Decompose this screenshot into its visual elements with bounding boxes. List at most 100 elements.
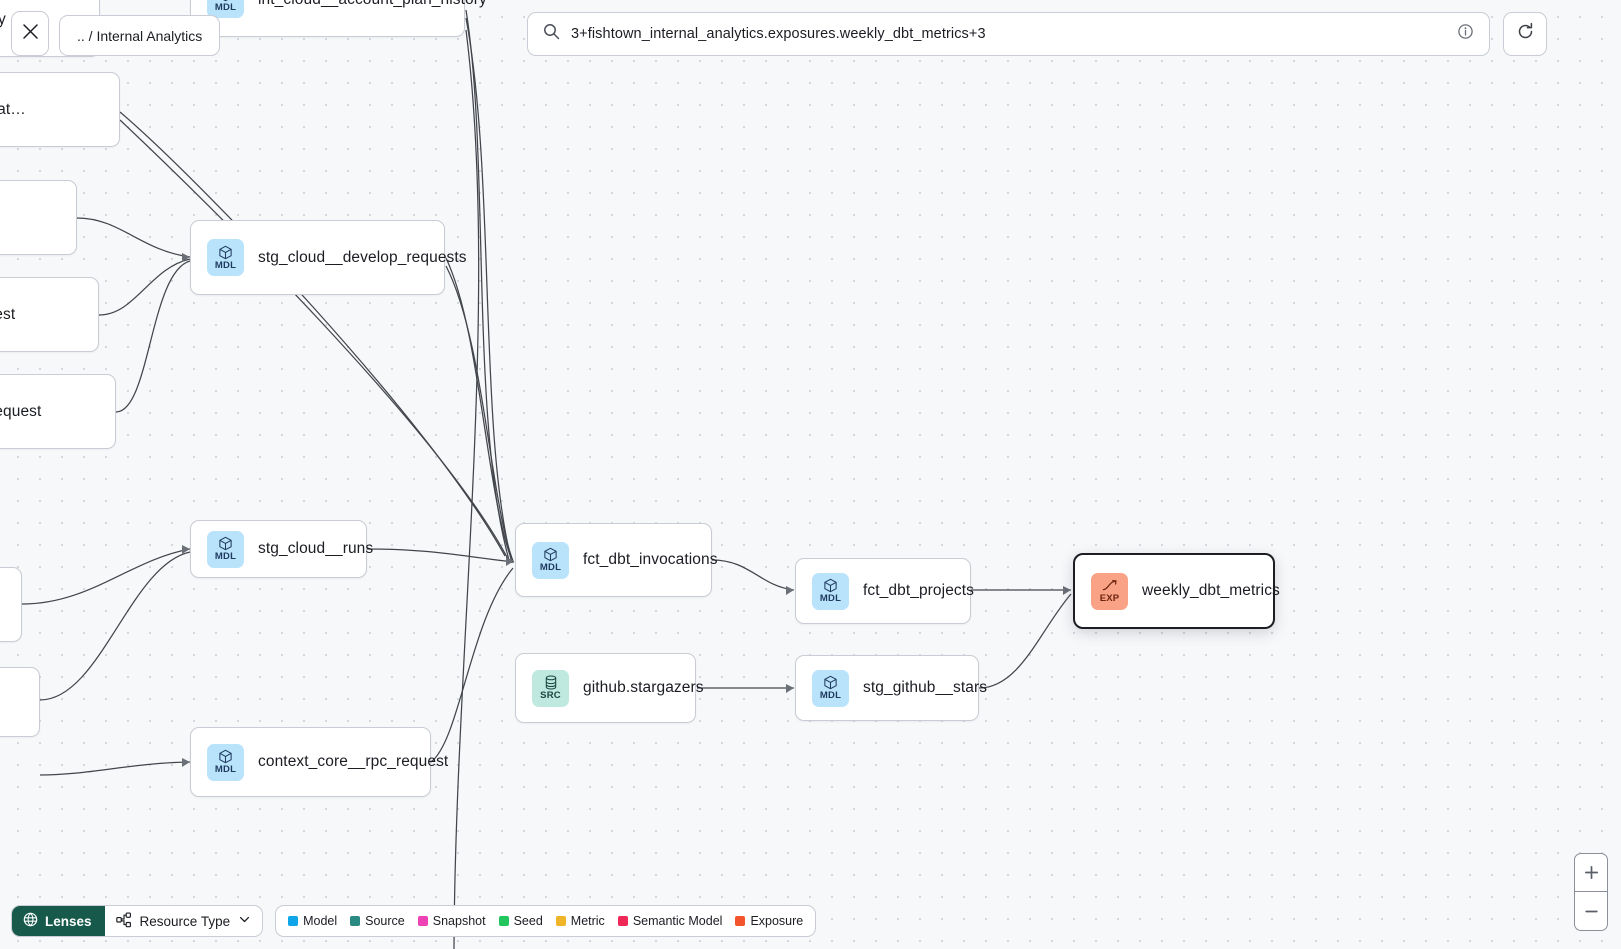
graph-node-weekly_dbt_metrics[interactable]: EXP weekly_dbt_metrics bbox=[1073, 553, 1280, 629]
node-label: snapshot_daily bbox=[0, 10, 6, 28]
zoom-in-button[interactable] bbox=[1575, 854, 1607, 892]
refresh-button[interactable] bbox=[1503, 12, 1547, 56]
legend-swatch bbox=[735, 916, 746, 926]
cube-icon bbox=[218, 749, 233, 765]
plus-icon bbox=[1584, 865, 1598, 880]
minus-icon bbox=[1584, 910, 1598, 912]
resource-type-legend: Model Source Snapshot Seed Metric Semantic Mo… bbox=[275, 905, 817, 937]
graph-node-stg_github_stars[interactable]: MDL stg_github__stars bbox=[795, 655, 987, 721]
breadcrumb[interactable]: .. / Internal Analytics bbox=[59, 15, 221, 56]
node-label: github.stargazers bbox=[583, 679, 704, 696]
legend-item-source[interactable]: Source bbox=[350, 914, 405, 928]
graph-node-develop_request_1[interactable]: …p_request bbox=[0, 180, 77, 255]
node-type-badge-exp: EXP bbox=[1091, 572, 1128, 610]
bottom-toolbar: Lenses Resource Type Model Source Snapshot… bbox=[11, 905, 817, 937]
cube-icon bbox=[823, 675, 838, 691]
graph-node-multicell_migrat[interactable]: multicell_migrat… bbox=[0, 72, 120, 147]
breadcrumb-label: .. / Internal Analytics bbox=[77, 27, 203, 44]
cube-icon bbox=[823, 578, 838, 594]
legend-swatch bbox=[417, 916, 428, 926]
graph-node-int_cloud_account_plan[interactable]: MDL int_cloud__account_plan_history bbox=[190, 0, 487, 37]
chevron-down-icon bbox=[238, 913, 251, 929]
node-type-badge-label: MDL bbox=[214, 764, 237, 776]
graph-node-develop_request_2[interactable]: …velop_request bbox=[0, 277, 99, 352]
node-label: …velop_request bbox=[0, 305, 16, 323]
node-label: stg_cloud__runs bbox=[258, 540, 374, 557]
resource-type-label: Resource Type bbox=[139, 913, 231, 929]
node-label: …_develop_request bbox=[0, 402, 42, 420]
node-type-badge-label: MDL bbox=[539, 562, 562, 574]
legend-label: Snapshot bbox=[432, 914, 486, 928]
node-label: fct_dbt_invocations bbox=[583, 551, 718, 568]
close-button[interactable] bbox=[11, 11, 49, 56]
graph-node-left_run[interactable]: ….run bbox=[0, 667, 40, 737]
legend-swatch bbox=[350, 916, 361, 926]
node-type-badge-label: MDL bbox=[214, 551, 237, 563]
cube-icon bbox=[218, 536, 233, 552]
node-label: weekly_dbt_metrics bbox=[1142, 582, 1280, 599]
graph-node-left_n[interactable]: …n bbox=[0, 567, 22, 642]
refresh-icon bbox=[1515, 21, 1536, 47]
graph-node-develop_request_3[interactable]: …_develop_request bbox=[0, 374, 116, 449]
resource-type-button[interactable]: Resource Type bbox=[105, 906, 263, 936]
graph-node-fct_dbt_invocations[interactable]: MDL fct_dbt_invocations bbox=[515, 523, 718, 597]
node-type-badge-label: SRC bbox=[540, 690, 561, 702]
legend-label: Model bbox=[303, 914, 338, 928]
graph-node-context_core_rpc_request[interactable]: MDL context_core__rpc_request bbox=[190, 727, 448, 797]
legend-swatch bbox=[555, 916, 566, 926]
legend-label: Semantic Model bbox=[632, 914, 723, 928]
search-icon bbox=[543, 23, 560, 45]
legend-label: Metric bbox=[570, 914, 605, 928]
nodes-icon bbox=[115, 912, 132, 931]
lenses-group: Lenses Resource Type bbox=[11, 905, 264, 937]
graph-node-github_stargazers[interactable]: SRC github.stargazers bbox=[515, 653, 704, 723]
search-bar[interactable] bbox=[527, 12, 1490, 56]
graph-node-stg_cloud_runs[interactable]: MDL stg_cloud__runs bbox=[190, 520, 373, 578]
node-type-badge-mdl: MDL bbox=[812, 669, 849, 707]
close-icon bbox=[22, 23, 39, 45]
node-label: context_core__rpc_request bbox=[258, 753, 449, 770]
node-label: int_cloud__account_plan_history bbox=[258, 0, 487, 9]
zoom-out-button[interactable] bbox=[1575, 892, 1607, 930]
legend-swatch bbox=[498, 916, 509, 926]
node-type-badge-mdl: MDL bbox=[207, 239, 244, 276]
lenses-label: Lenses bbox=[45, 913, 92, 929]
cube-icon bbox=[218, 245, 233, 261]
node-type-badge-label: EXP bbox=[1099, 592, 1120, 604]
zoom-controls bbox=[1574, 853, 1608, 931]
node-type-badge-label: MDL bbox=[214, 259, 237, 271]
graph-node-fct_dbt_projects[interactable]: MDL fct_dbt_projects bbox=[795, 558, 975, 624]
node-label: multicell_migrat… bbox=[0, 100, 26, 118]
legend-item-semantic-model[interactable]: Semantic Model bbox=[617, 914, 723, 928]
legend-item-exposure[interactable]: Exposure bbox=[735, 914, 803, 928]
legend-item-metric[interactable]: Metric bbox=[555, 914, 605, 928]
lenses-button[interactable]: Lenses bbox=[12, 906, 105, 936]
node-type-badge-src: SRC bbox=[532, 669, 569, 707]
node-type-badge-mdl: MDL bbox=[812, 572, 849, 610]
legend-item-snapshot[interactable]: Snapshot bbox=[417, 914, 486, 928]
top-toolbar: .. / Internal Analytics bbox=[0, 0, 1621, 66]
chart-line-icon bbox=[1102, 579, 1118, 594]
legend-swatch bbox=[288, 916, 299, 926]
node-type-badge-mdl: MDL bbox=[207, 0, 244, 18]
legend-item-seed[interactable]: Seed bbox=[498, 914, 543, 928]
node-type-badge-label: MDL bbox=[819, 690, 842, 702]
node-label: stg_github__stars bbox=[863, 679, 988, 696]
node-type-badge-label: MDL bbox=[819, 593, 842, 605]
node-type-badge-mdl: MDL bbox=[532, 541, 569, 579]
node-type-badge-mdl: MDL bbox=[207, 743, 244, 781]
database-icon bbox=[544, 675, 558, 691]
search-input[interactable] bbox=[571, 26, 1446, 42]
legend-item-model[interactable]: Model bbox=[288, 914, 337, 928]
legend-swatch bbox=[617, 916, 628, 926]
legend-label: Source bbox=[365, 914, 405, 928]
legend-label: Exposure bbox=[750, 914, 804, 928]
legend-label: Seed bbox=[513, 914, 543, 928]
cube-icon bbox=[543, 547, 558, 563]
node-label: fct_dbt_projects bbox=[863, 582, 975, 599]
info-icon[interactable] bbox=[1457, 23, 1474, 45]
node-type-badge-label: MDL bbox=[214, 1, 237, 13]
